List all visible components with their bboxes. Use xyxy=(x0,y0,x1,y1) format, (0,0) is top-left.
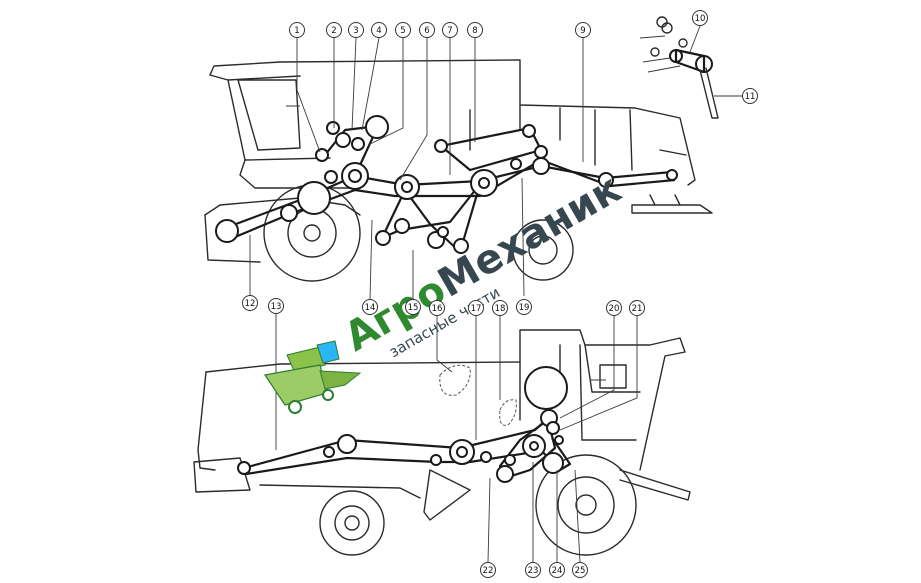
leader-lines xyxy=(249,25,744,563)
combine-left-side-view xyxy=(204,59,713,282)
callout-circle xyxy=(468,300,484,316)
callout-circle xyxy=(467,22,483,38)
callout-number: 23 xyxy=(528,566,539,576)
callout-24: 24 xyxy=(549,562,565,578)
callout-number: 10 xyxy=(695,14,706,24)
callout-number: 20 xyxy=(609,304,620,314)
callout-number: 17 xyxy=(471,304,482,314)
callout-number: 25 xyxy=(575,566,586,576)
callout-circle xyxy=(289,22,305,38)
callout-number: 16 xyxy=(432,304,443,314)
callout-circle xyxy=(606,300,622,316)
callout-circle xyxy=(525,562,541,578)
callout-number: 7 xyxy=(447,26,452,36)
callout-number: 14 xyxy=(365,303,376,313)
callout-22: 22 xyxy=(480,562,496,578)
callout-circle xyxy=(492,300,508,316)
callout-circle xyxy=(442,22,458,38)
callout-number: 9 xyxy=(580,26,585,36)
callout-19: 19 xyxy=(516,299,532,315)
callout-number: 5 xyxy=(400,26,405,36)
callout-number: 11 xyxy=(745,92,756,102)
callout-number: 1 xyxy=(294,26,299,36)
callout-number: 6 xyxy=(424,26,429,36)
callout-number: 18 xyxy=(495,304,506,314)
callout-circle xyxy=(549,562,565,578)
callout-2: 2 xyxy=(326,22,342,38)
callout-14: 14 xyxy=(362,299,378,315)
callout-circle xyxy=(371,22,387,38)
callout-13: 13 xyxy=(268,298,284,314)
callout-circle xyxy=(362,299,378,315)
callout-3: 3 xyxy=(348,22,364,38)
callout-number: 12 xyxy=(245,299,256,309)
callout-16: 16 xyxy=(429,300,445,316)
callout-21: 21 xyxy=(629,300,645,316)
callout-25: 25 xyxy=(572,562,588,578)
callout-number: 15 xyxy=(408,303,419,313)
combine-right-side-view xyxy=(193,329,691,556)
callout-11: 11 xyxy=(742,88,758,104)
callout-18: 18 xyxy=(492,300,508,316)
callout-number: 24 xyxy=(552,566,563,576)
watermark-brand-part2: Механик xyxy=(431,166,629,307)
callout-number: 8 xyxy=(472,26,477,36)
callout-7: 7 xyxy=(442,22,458,38)
callout-9: 9 xyxy=(575,22,591,38)
callout-number: 13 xyxy=(271,302,282,312)
callout-circle xyxy=(572,562,588,578)
callout-8: 8 xyxy=(467,22,483,38)
callout-number: 21 xyxy=(632,304,643,314)
callout-circle xyxy=(419,22,435,38)
callout-15: 15 xyxy=(405,299,421,315)
combine-logo xyxy=(263,340,362,414)
callout-circle xyxy=(405,299,421,315)
callout-number: 22 xyxy=(483,566,494,576)
callout-10: 10 xyxy=(692,10,708,26)
callout-circle xyxy=(242,295,258,311)
callout-4: 4 xyxy=(371,22,387,38)
callout-circle xyxy=(692,10,708,26)
callout-20: 20 xyxy=(606,300,622,316)
callout-circle xyxy=(742,88,758,104)
callout-circle xyxy=(629,300,645,316)
callout-number: 4 xyxy=(376,26,381,36)
callout-23: 23 xyxy=(525,562,541,578)
callout-circle xyxy=(480,562,496,578)
callout-12: 12 xyxy=(242,295,258,311)
callout-circle xyxy=(326,22,342,38)
callout-circle xyxy=(268,298,284,314)
inset-detail-drive xyxy=(639,16,719,119)
callout-circle xyxy=(575,22,591,38)
callout-circle xyxy=(429,300,445,316)
callout-circle xyxy=(395,22,411,38)
callout-1: 1 xyxy=(289,22,305,38)
callout-6: 6 xyxy=(419,22,435,38)
callout-17: 17 xyxy=(468,300,484,316)
callout-number: 3 xyxy=(353,26,358,36)
callout-circle xyxy=(348,22,364,38)
callout-number: 2 xyxy=(331,26,336,36)
callout-5: 5 xyxy=(395,22,411,38)
callout-circle xyxy=(516,299,532,315)
callout-number: 19 xyxy=(519,303,530,313)
